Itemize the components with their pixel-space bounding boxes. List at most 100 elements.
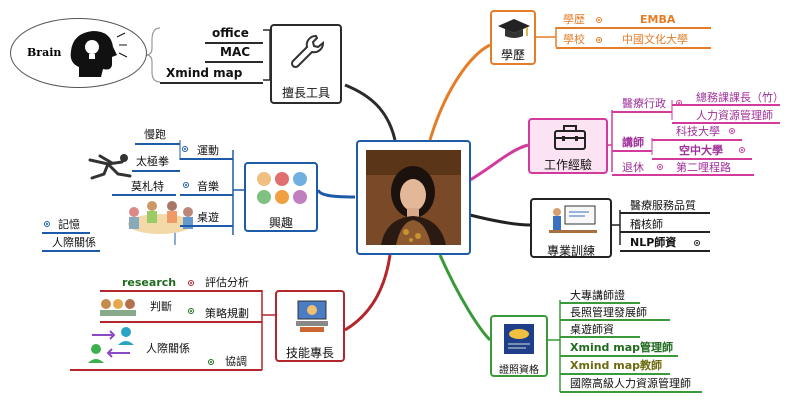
cert-item-5[interactable]: Xmind map教師 xyxy=(570,359,663,372)
topic-edu-label: 學歷 xyxy=(500,48,525,62)
connector-training xyxy=(469,213,531,227)
topic-tools-label: 擅長工具 xyxy=(281,86,330,100)
graduation-cap-icon xyxy=(498,19,530,38)
cert-item-6-underline xyxy=(560,391,702,393)
skills-coord-collapse-icon[interactable] xyxy=(208,359,214,365)
connector-tools xyxy=(344,83,397,141)
skills-judge[interactable]: 判斷 xyxy=(150,300,172,313)
work-lecturer-item-1-underline xyxy=(652,139,742,141)
connector-interest xyxy=(316,189,356,199)
people-faces-icon xyxy=(257,172,307,204)
skills-item-strategy[interactable]: 策略規劃 xyxy=(205,307,249,320)
interest-item-relations-underline xyxy=(42,250,100,252)
skills-research[interactable]: research xyxy=(122,276,177,289)
work-admin-item-1[interactable]: 總務課課長（竹） xyxy=(696,91,784,104)
skills-item-analysis-underline xyxy=(100,290,262,292)
work-lecturer-item-1[interactable]: 科技大學 xyxy=(676,125,720,138)
connector-cert xyxy=(438,254,492,342)
training-item-2[interactable]: 稽核師 xyxy=(630,218,663,231)
skills-item-strategy-underline xyxy=(100,321,262,323)
skills-research-collapse-icon[interactable] xyxy=(188,280,194,286)
cert-item-1[interactable]: 大專講師證 xyxy=(570,289,625,302)
work-lecturer-item-2-collapse-icon[interactable] xyxy=(739,147,745,153)
topic-skills[interactable]: 技能專長 xyxy=(275,290,345,362)
edu-row-2-label[interactable]: 學校 xyxy=(563,33,585,46)
interest-music-collapse-icon[interactable] xyxy=(183,182,189,188)
topic-work[interactable]: 工作經驗 xyxy=(528,118,608,174)
interest-item-mozart-underline xyxy=(112,194,176,196)
center-topic[interactable] xyxy=(356,140,471,255)
topic-interest[interactable]: 興趣 xyxy=(244,162,318,232)
training-presentation-icon xyxy=(549,205,597,233)
edu-row-1-value[interactable]: EMBA xyxy=(640,13,676,26)
cert-item-3[interactable]: 桌遊師資 xyxy=(570,323,614,336)
work-admin-item-1-underline xyxy=(672,104,780,106)
edu-row-1-underline xyxy=(556,27,711,29)
interest-item-memory-underline xyxy=(42,232,90,234)
skills-people[interactable]: 人際關係 xyxy=(146,342,190,355)
topic-tools[interactable]: 擅長工具 xyxy=(270,24,342,104)
training-item-1[interactable]: 醫療服務品質 xyxy=(630,199,696,212)
tools-item-xmind[interactable]: Xmind map xyxy=(166,66,243,80)
tools-item-xmind-underline xyxy=(160,82,263,84)
edu-row-2-value[interactable]: 中國文化大學 xyxy=(622,33,688,46)
work-lecturer-item-2[interactable]: 空中大學 xyxy=(679,144,723,157)
skills-item-analysis[interactable]: 評估分析 xyxy=(205,276,249,289)
interest-item-relations[interactable]: 人際關係 xyxy=(52,236,96,249)
topic-edu[interactable]: 學歷 xyxy=(490,10,536,65)
work-admin-item-2[interactable]: 人力資源管理師 xyxy=(696,109,773,122)
interest-item-taichi-underline xyxy=(132,170,180,172)
head-lightbulb-icon xyxy=(70,31,128,77)
topic-training-label: 專業訓練 xyxy=(546,244,595,258)
interest-sport-collapse-icon[interactable] xyxy=(182,146,188,152)
skills-judge-collapse-icon[interactable] xyxy=(188,308,194,314)
skills-item-coord-underline xyxy=(70,369,262,371)
work-admin-item-2-underline xyxy=(672,122,780,124)
cert-item-2-underline xyxy=(560,319,670,321)
topic-cert[interactable]: 證照資格 xyxy=(490,315,548,377)
connector-edu xyxy=(428,43,491,141)
cert-item-4[interactable]: Xmind map管理師 xyxy=(570,341,674,354)
tools-item-mac[interactable]: MAC xyxy=(220,45,251,59)
interest-item-jog[interactable]: 慢跑 xyxy=(144,128,166,141)
interest-memory-collapse-icon[interactable] xyxy=(44,221,50,227)
edu-row-2-collapse-icon[interactable] xyxy=(596,37,602,43)
interest-board[interactable]: 桌遊 xyxy=(197,211,219,224)
work-lecturer-underline xyxy=(612,150,652,152)
interest-item-mozart[interactable]: 莫札特 xyxy=(131,180,164,193)
work-lecturer[interactable]: 講師 xyxy=(622,136,644,149)
connector-work xyxy=(469,143,529,182)
work-retire[interactable]: 退休 xyxy=(622,161,644,174)
skills-item-coord[interactable]: 協調 xyxy=(225,355,247,368)
taichi-figure-icon xyxy=(88,154,132,180)
topic-skills-label: 技能專長 xyxy=(285,346,334,360)
cert-item-6[interactable]: 國際高級人力資源管理師 xyxy=(570,377,691,390)
topic-cert-label: 證照資格 xyxy=(499,365,539,376)
interest-item-memory[interactable]: 記憶 xyxy=(58,218,80,231)
people-exchange-icon xyxy=(88,327,134,363)
work-lecturer-item-1-collapse-icon[interactable] xyxy=(729,128,735,134)
training-item-1-underline xyxy=(620,212,710,214)
wrench-icon xyxy=(290,34,325,69)
work-admin[interactable]: 醫療行政 xyxy=(622,97,666,110)
interest-item-taichi[interactable]: 太極拳 xyxy=(136,155,169,168)
work-retire-underline xyxy=(612,174,754,176)
edu-row-1-label[interactable]: 學歷 xyxy=(563,13,585,26)
work-retire-collapse-icon[interactable] xyxy=(657,164,663,170)
edu-row-1-collapse-icon[interactable] xyxy=(596,17,602,23)
interest-music[interactable]: 音樂 xyxy=(197,180,219,193)
topic-training[interactable]: 專業訓練 xyxy=(530,198,612,258)
interest-sport-underline xyxy=(180,158,233,160)
training-item-3[interactable]: NLP師資 xyxy=(630,236,677,249)
work-retire-item-1[interactable]: 第二哩程路 xyxy=(676,161,731,174)
edu-row-2-underline xyxy=(556,47,711,49)
topic-work-label: 工作經驗 xyxy=(543,158,592,172)
training-item-3-collapse-icon[interactable] xyxy=(694,240,700,246)
tools-item-mac-underline xyxy=(205,61,263,63)
cert-item-2[interactable]: 長照管理發展師 xyxy=(570,306,647,319)
interest-sport[interactable]: 運動 xyxy=(197,144,219,157)
tools-item-office[interactable]: office xyxy=(212,26,249,40)
brain-bubble: Brain xyxy=(10,18,147,88)
training-item-3-underline xyxy=(620,250,710,252)
